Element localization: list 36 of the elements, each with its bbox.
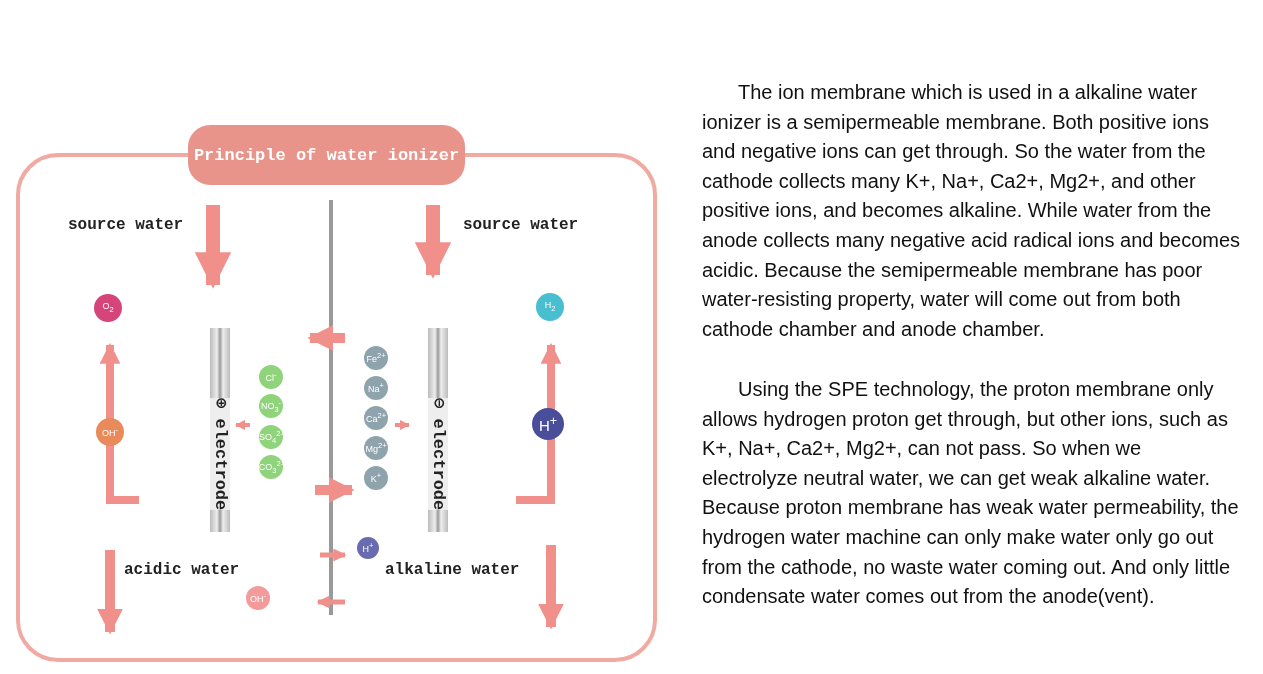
ion-circle [94, 294, 122, 322]
ion-label: H$^{+}$ [538, 415, 558, 433]
ion-circle [96, 418, 124, 446]
paragraph: Using the SPE technology, the proton membrane only allows hydrogen proton get through, but other ions, such as K+, Na+, Ca2+, Mg2+, can not pass. So when we electrolyze neutral water, we can get weak alkaline water. Because proton membrane has weak water permeability, the hydrogen water machine can only make water only go out from the cathode, no waste water coming out. And only little condensate water comes out from the anode(vent). [702, 377, 1240, 610]
ion-circle [364, 376, 388, 400]
ion-label: Na$^{+}$ [368, 382, 384, 394]
ion-label: O$_{2}$ [102, 302, 114, 314]
ion-circle [532, 408, 564, 440]
ion-circle [357, 537, 379, 559]
water-label: source water [68, 216, 184, 234]
ion-label: Ca$^{2+}$ [365, 412, 387, 424]
paragraph: The ion membrane which is used in a alkaline water ionizer is a semipermeable membrane. Both positive ions and negative ions can get through. So the water from the cathode collects many K+, Na+, Ca2+, Mg2+, and other positive ions, and becomes alkaline. While water from the anode collects many negative acid radical ions and becomes acidic. Because the semipermeable membrane has poor water-resisting property, water will come out from both cathode chamber and anode chamber. [702, 80, 1242, 342]
electrode-bar [210, 328, 230, 532]
ion-label: Cl$^{-}$ [265, 371, 277, 383]
ion-label: K$^{+}$ [370, 472, 382, 484]
water-label: alkaline water [385, 561, 520, 579]
ion-circle [364, 406, 388, 430]
water-label: acidic water [124, 561, 240, 579]
ion-circle [364, 346, 388, 370]
ion-circle [259, 365, 283, 389]
ion-circle [364, 436, 388, 460]
electrode-label: ⊕ electrode [210, 398, 230, 511]
ion-label: OH$^{-}$ [250, 592, 266, 604]
ion-label: OH$^{-}$ [102, 426, 118, 438]
ion-circle [246, 586, 270, 610]
electrode-label: ⊖ electrode [428, 398, 448, 511]
electrode-bar [428, 328, 448, 532]
ion-label: Fe$^{2+}$ [366, 352, 386, 364]
ion-circle [536, 293, 564, 321]
ion-label: Mg$^{2+}$ [365, 442, 387, 454]
water-label: source water [463, 216, 579, 234]
ion-label: H$_{2}$ [544, 301, 556, 313]
ion-circle [364, 466, 388, 490]
ion-circle [259, 455, 283, 479]
ion-label: H$^{+}$ [362, 542, 374, 554]
title-banner: Principle of water ionizer [188, 125, 465, 185]
